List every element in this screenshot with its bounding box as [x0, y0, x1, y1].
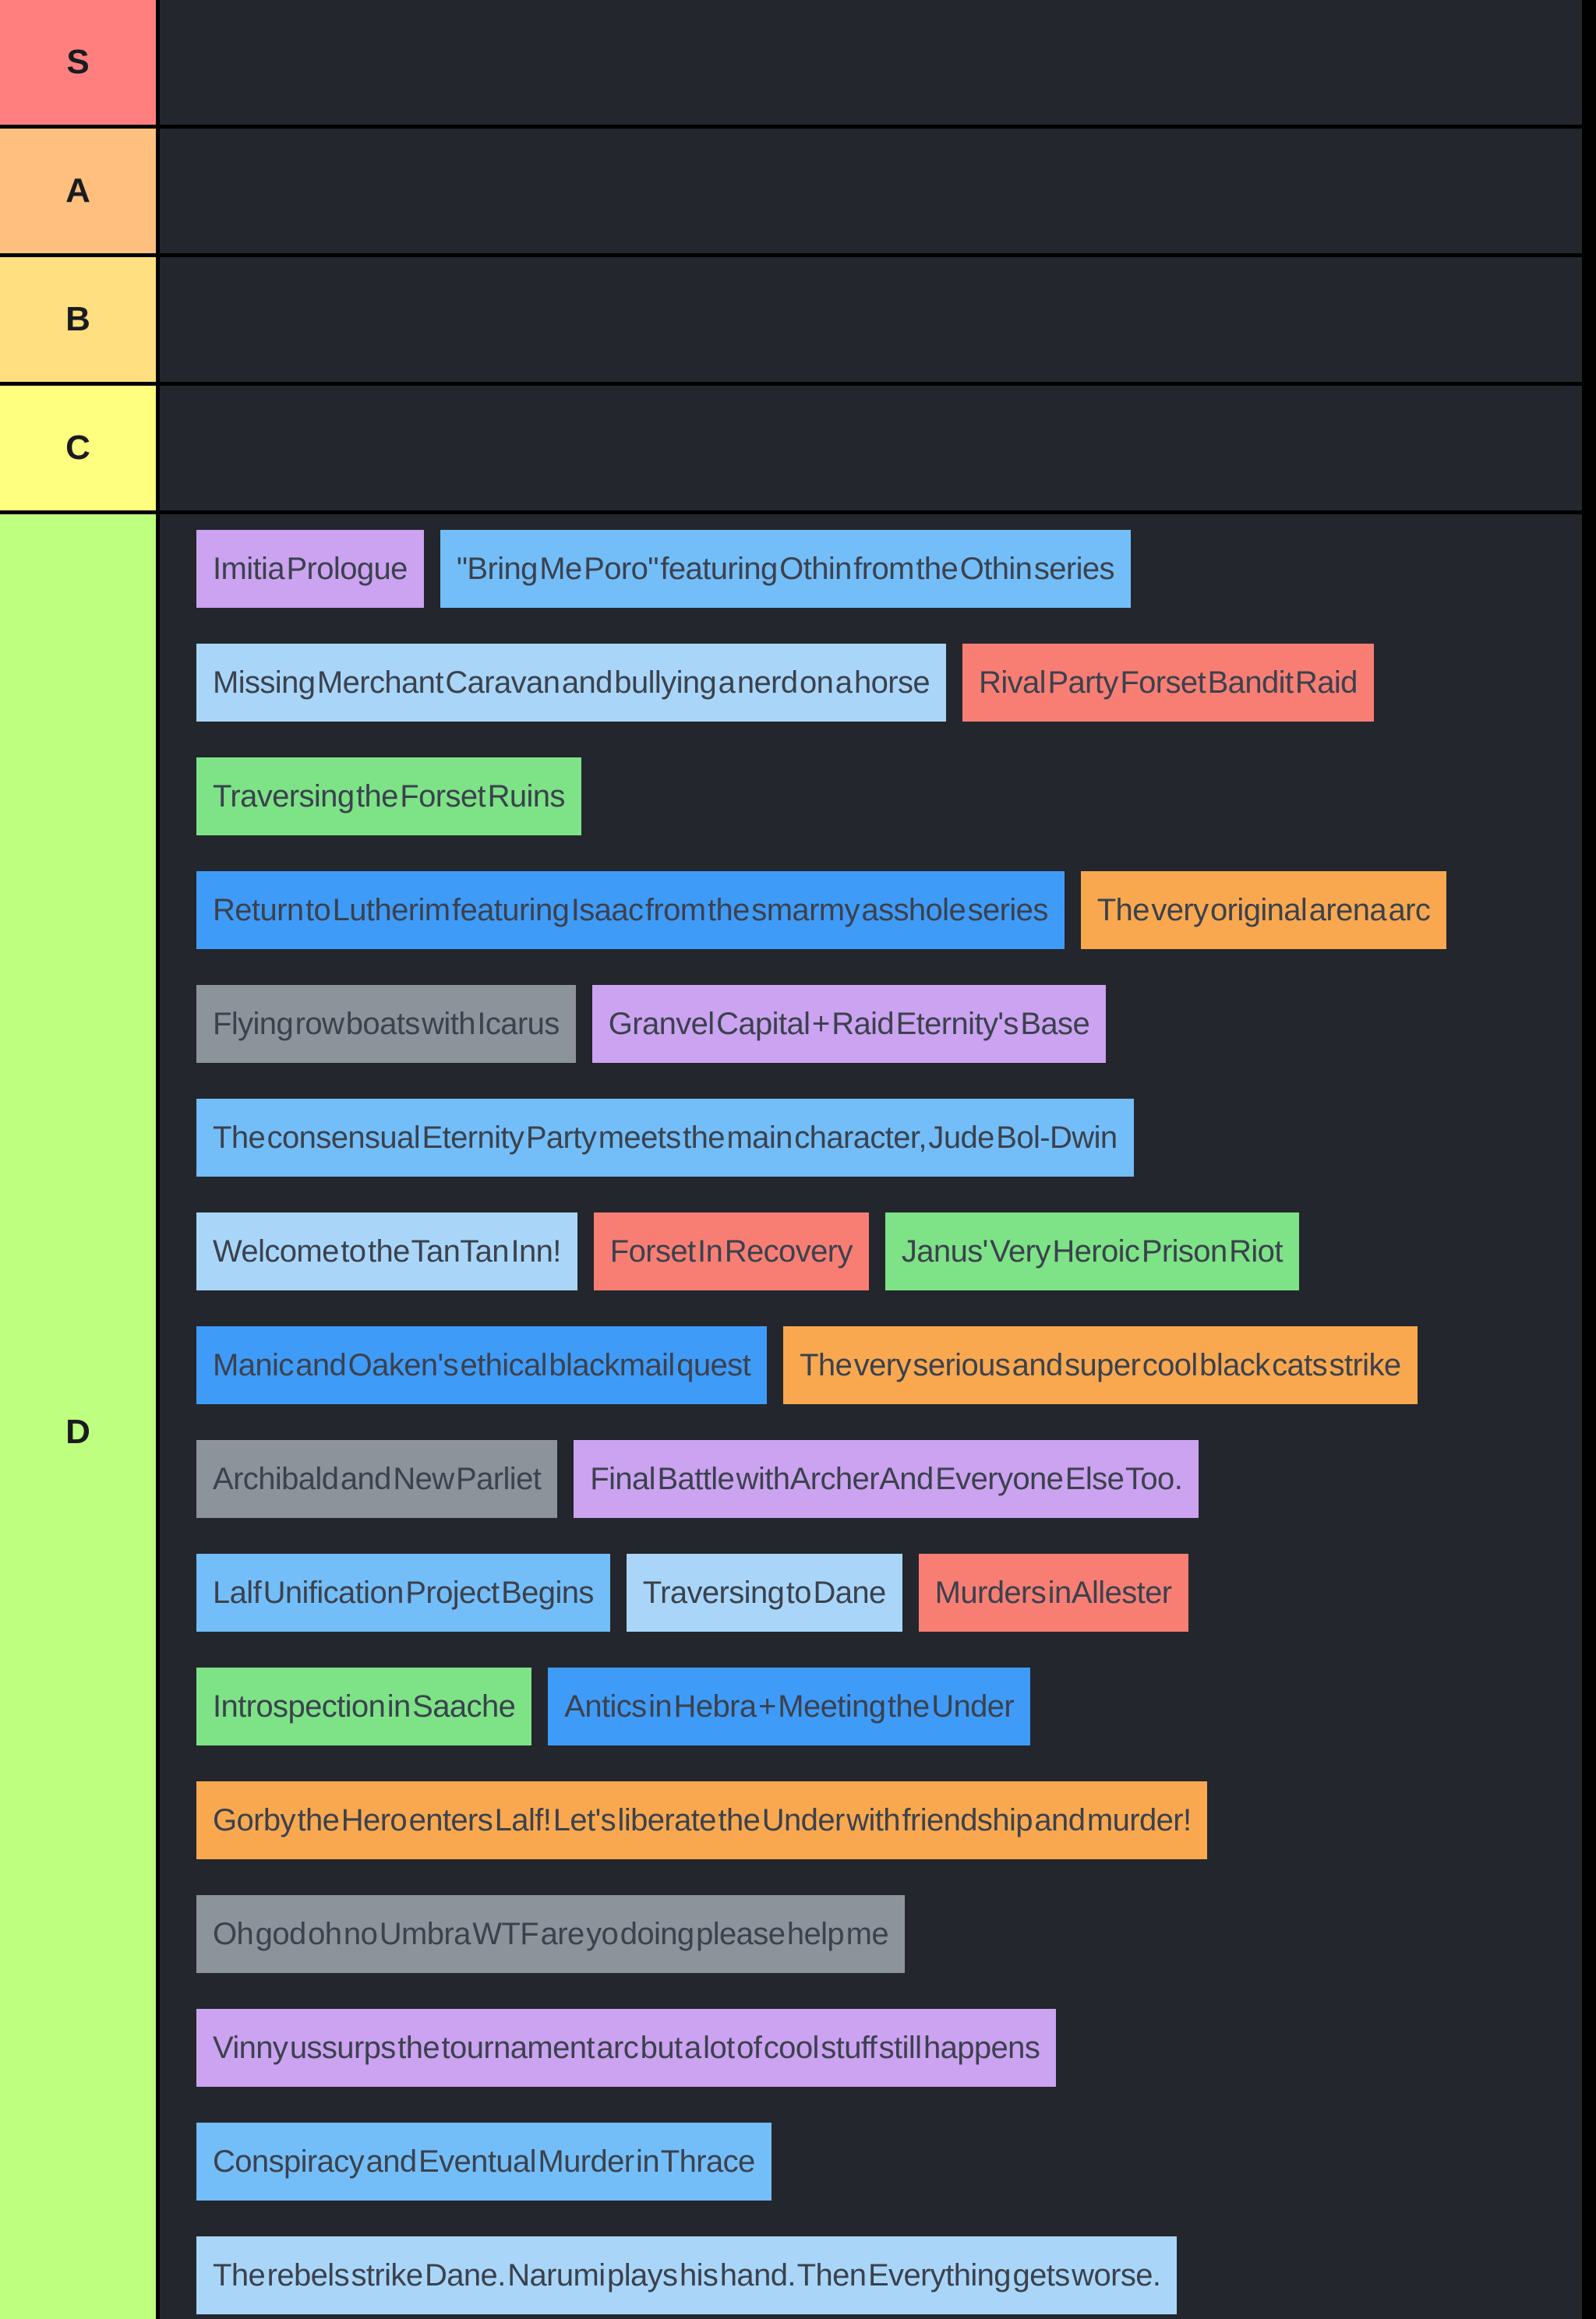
- tier-item[interactable]: Return to Lutherim featuring Isaac from …: [196, 871, 1065, 949]
- tier-row-c: C: [0, 386, 1582, 514]
- item-row: The consensual Eternity Party meets the …: [196, 1099, 1582, 1177]
- tier-dropzone-b: [160, 257, 1582, 382]
- item-row: Missing Merchant Caravan and bullying a …: [196, 644, 1582, 722]
- item-row: Gorby the Hero enters Lalf! Let's libera…: [196, 1781, 1582, 1859]
- tier-label-a[interactable]: A: [0, 129, 160, 253]
- tier-item[interactable]: Manic and Oaken's ethical blackmail ques…: [196, 1326, 768, 1404]
- tier-item[interactable]: Forset In Recovery: [593, 1212, 869, 1290]
- tier-row-d: D Imitia Prologue"Bring Me Poro" featurin…: [0, 514, 1582, 2319]
- tier-row-b: B: [0, 257, 1582, 386]
- tier-item[interactable]: Flying row boats with Icarus: [196, 985, 576, 1063]
- item-row: Imitia Prologue"Bring Me Poro" featuring…: [196, 530, 1582, 608]
- tier-dropzone-s: [160, 0, 1582, 125]
- tier-item[interactable]: Lalf Unification Project Begins: [196, 1554, 610, 1632]
- tier-item[interactable]: Granvel Capital + Raid Eternity's Base: [591, 985, 1107, 1063]
- tier-label-b[interactable]: B: [0, 257, 160, 382]
- tier-item[interactable]: Imitia Prologue: [196, 530, 424, 608]
- tier-item[interactable]: Janus' Very Heroic Prison Riot: [885, 1212, 1299, 1290]
- tier-item[interactable]: The very serious and super cool black ca…: [783, 1326, 1418, 1404]
- tier-item[interactable]: Murders in Allester: [918, 1554, 1188, 1632]
- tier-item[interactable]: Rival Party Forset Bandit Raid: [962, 644, 1374, 722]
- tier-dropzone-c: [160, 386, 1582, 510]
- tier-item[interactable]: The consensual Eternity Party meets the …: [196, 1099, 1134, 1177]
- tier-row-s: S: [0, 0, 1582, 129]
- tier-item[interactable]: Final Battle with Archer And Everyone El…: [574, 1440, 1199, 1518]
- tier-item[interactable]: Vinny ussurps the tournament arc but a l…: [196, 2009, 1057, 2087]
- tier-label-s[interactable]: S: [0, 0, 160, 125]
- tier-item[interactable]: Introspection in Saache: [196, 1668, 532, 1745]
- tier-dropzone-a: [160, 129, 1582, 253]
- item-row: Manic and Oaken's ethical blackmail ques…: [196, 1326, 1582, 1404]
- item-row: Traversing the Forset Ruins: [196, 757, 1582, 835]
- item-row: Oh god oh no Umbra WTF are yo doing plea…: [196, 1895, 1582, 1973]
- tier-item[interactable]: Archibald and New Parliet: [196, 1440, 558, 1518]
- tier-label-d[interactable]: D: [0, 514, 160, 2319]
- item-row: Conspiracy and Eventual Murder in Thrace: [196, 2123, 1582, 2201]
- tier-dropzone-d: Imitia Prologue"Bring Me Poro" featuring…: [160, 514, 1582, 2319]
- tier-item[interactable]: Missing Merchant Caravan and bullying a …: [196, 644, 947, 722]
- item-row: The rebels strike Dane. Narumi plays his…: [196, 2236, 1582, 2314]
- tier-item[interactable]: Welcome to the TanTan Inn!: [196, 1212, 577, 1290]
- tier-item[interactable]: Oh god oh no Umbra WTF are yo doing plea…: [196, 1895, 905, 1973]
- tier-row-a: A: [0, 129, 1582, 257]
- tier-label-c[interactable]: C: [0, 386, 160, 510]
- tier-item[interactable]: Antics in Hebra + Meeting the Under: [548, 1668, 1031, 1745]
- tier-item[interactable]: Traversing to Dane: [626, 1554, 902, 1632]
- item-row: Vinny ussurps the tournament arc but a l…: [196, 2009, 1582, 2087]
- item-row: Welcome to the TanTan Inn!Forset In Reco…: [196, 1212, 1582, 1290]
- tier-item[interactable]: The rebels strike Dane. Narumi plays his…: [196, 2236, 1178, 2314]
- tier-item[interactable]: Gorby the Hero enters Lalf! Let's libera…: [196, 1781, 1208, 1859]
- tier-item[interactable]: Conspiracy and Eventual Murder in Thrace: [196, 2123, 772, 2201]
- tier-item[interactable]: "Bring Me Poro" featuring Othin from the…: [440, 530, 1131, 608]
- tier-item[interactable]: The very original arena arc: [1080, 871, 1447, 949]
- tier-item[interactable]: Traversing the Forset Ruins: [196, 757, 581, 835]
- item-row: Return to Lutherim featuring Isaac from …: [196, 871, 1582, 949]
